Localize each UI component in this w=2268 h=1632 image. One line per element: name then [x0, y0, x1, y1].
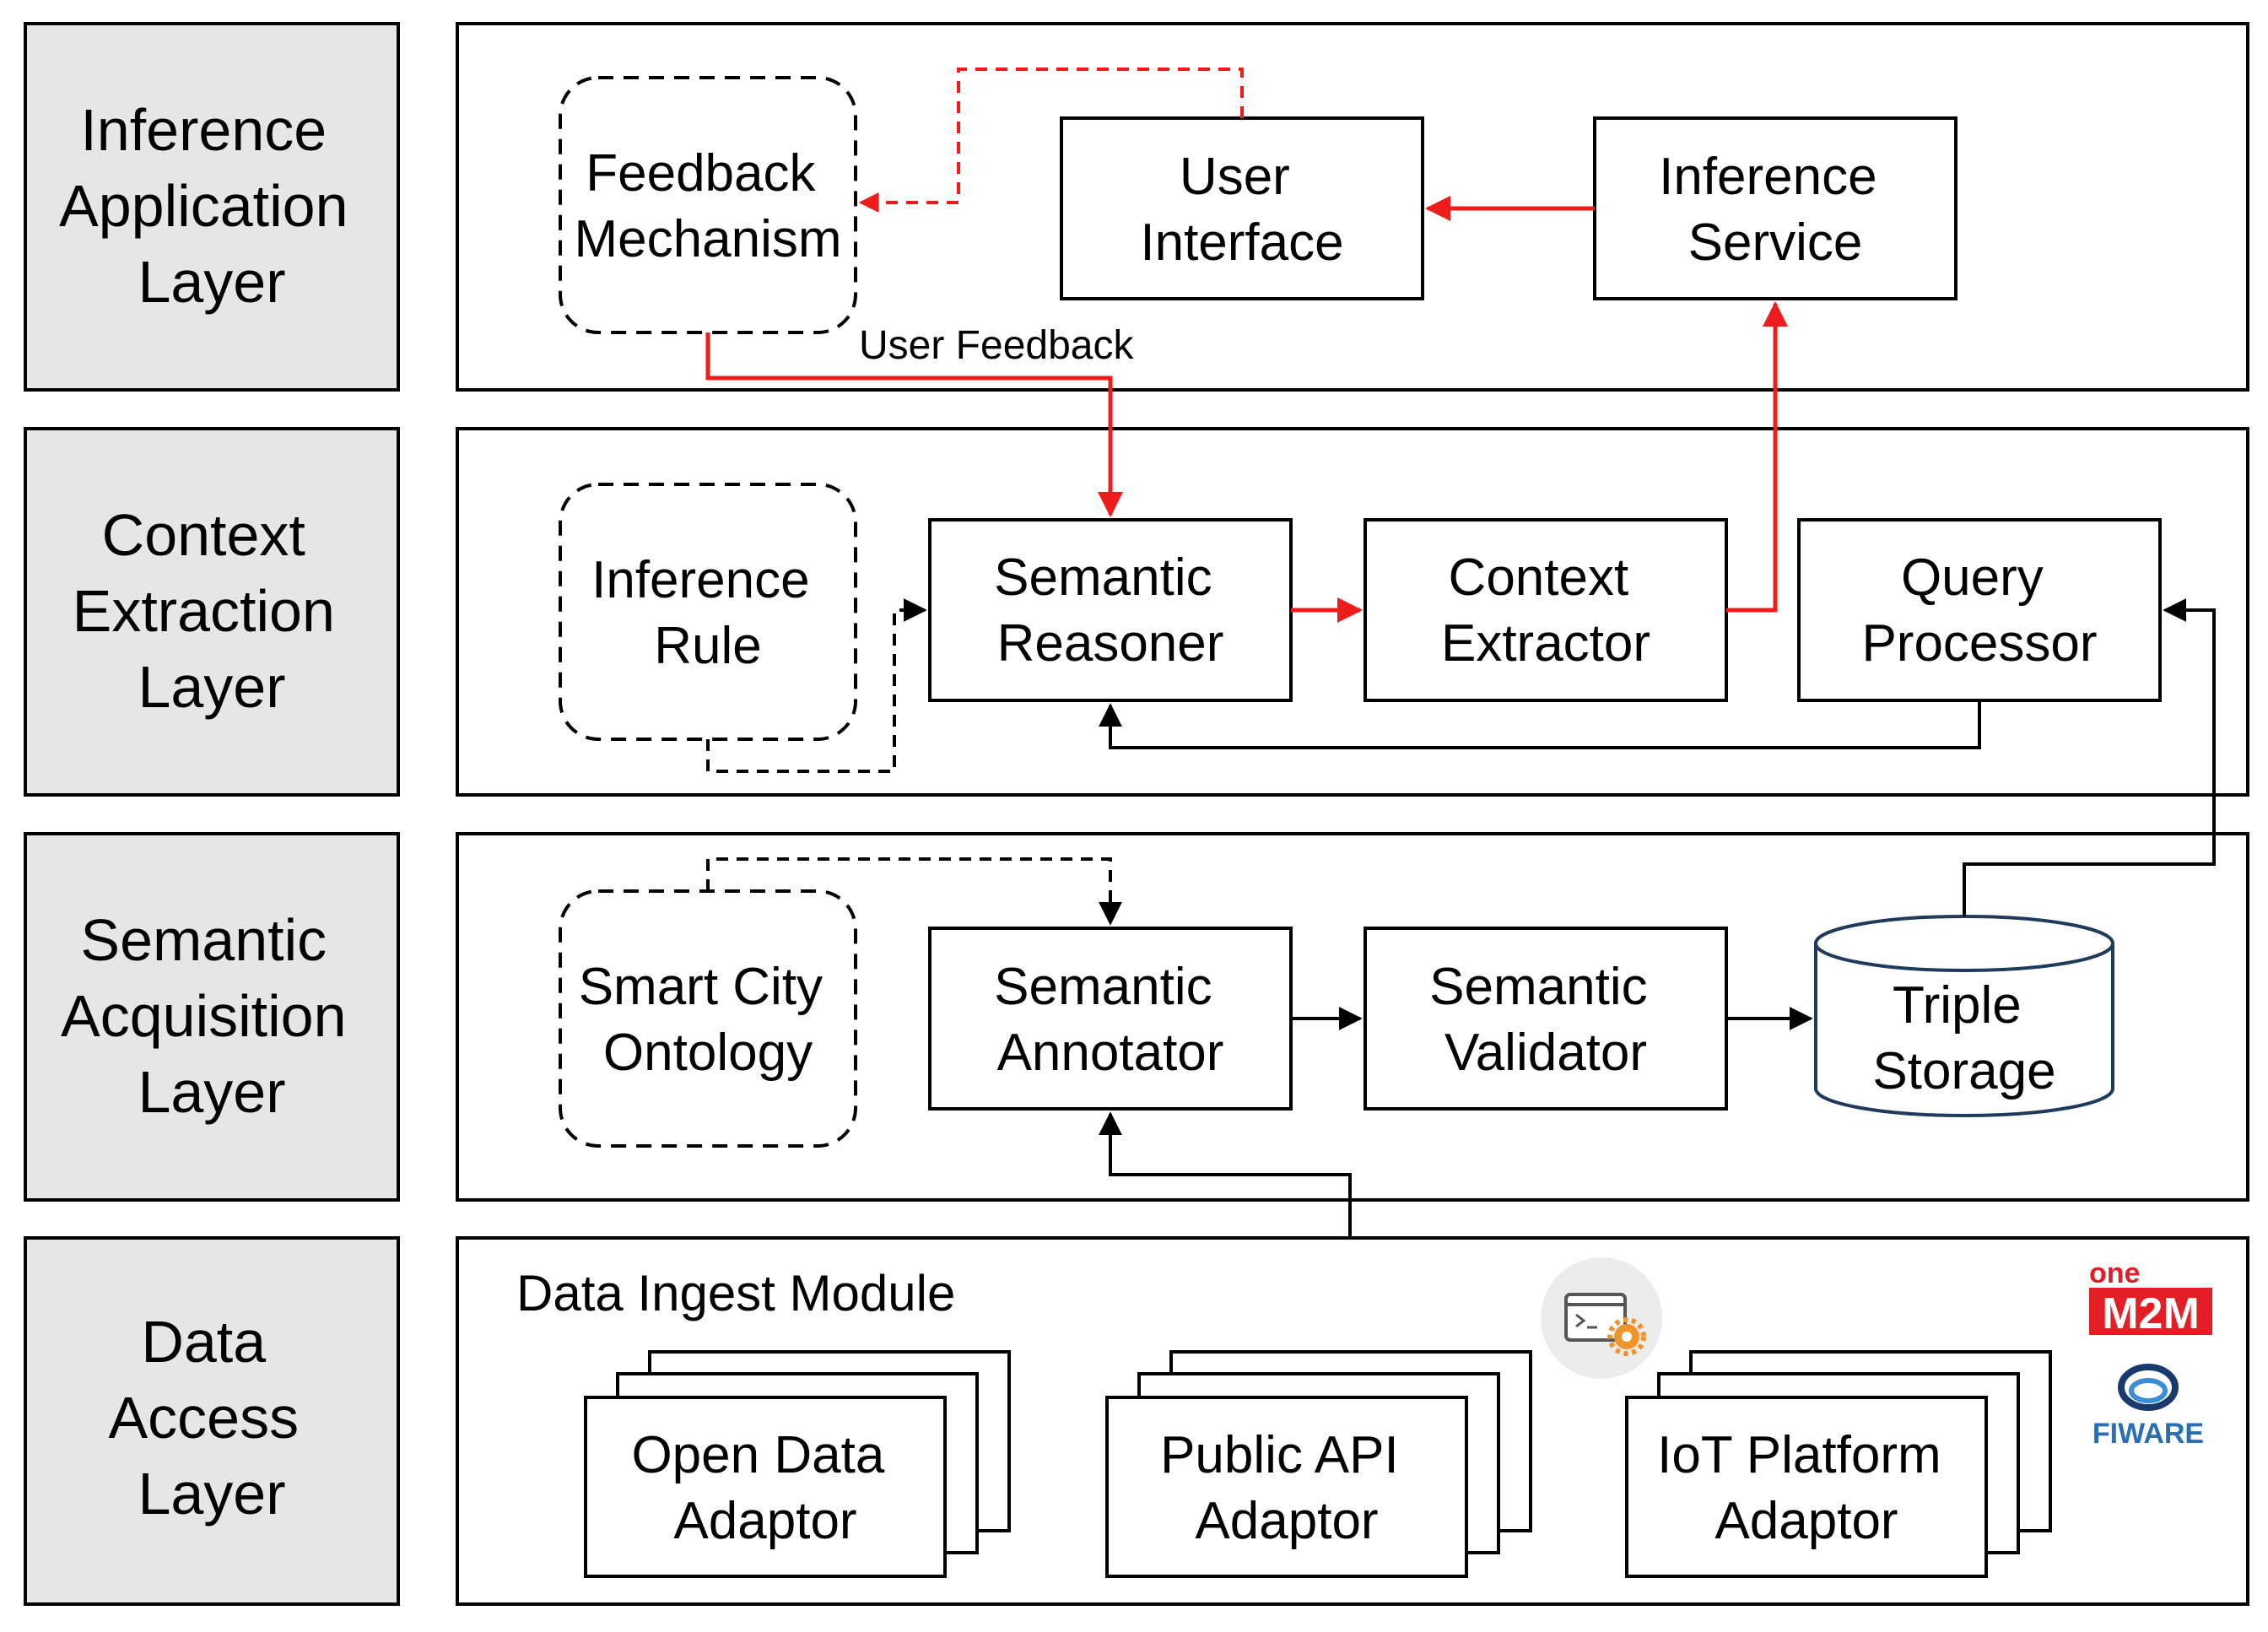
- arrow-query-to-reasoner: [1099, 700, 1981, 749]
- svg-text:Feedback Mechanism: Feedback Mechanism: [575, 144, 842, 268]
- svg-text:Public API Adaptor: Public API Adaptor: [1160, 1426, 1413, 1550]
- svg-text:Triple Storage: Triple Storage: [1872, 976, 2055, 1100]
- svg-text:User Interface: User Interface: [1140, 148, 1343, 272]
- arrow-rule-to-reasoner: [706, 598, 927, 773]
- svg-text:Open Data Adaptor: Open Data Adaptor: [631, 1426, 899, 1550]
- triple-storage-cylinder: Triple Storage: [1814, 915, 2114, 1117]
- svg-text:Smart City Ontology: Smart City Ontology: [579, 958, 838, 1082]
- svg-text:Semantic Annotator: Semantic Annotator: [994, 958, 1227, 1082]
- svg-text:Data Access Layer: Data Access Layer: [108, 1309, 315, 1527]
- arrow-ingest-to-annotator: [1099, 1111, 1352, 1238]
- fiware-logo: FIWARE: [2092, 1364, 2204, 1450]
- layer-label-access: Data Access Layer: [24, 1236, 400, 1606]
- open-data-adaptor-stack: Open Data Adaptor: [584, 1350, 1011, 1578]
- query-processor-box: Query Processor: [1797, 518, 2162, 702]
- svg-text:FIWARE: FIWARE: [2092, 1418, 2204, 1450]
- svg-text:one: one: [2089, 1257, 2140, 1289]
- svg-text:Query Processor: Query Processor: [1861, 549, 2097, 673]
- smart-city-ontology-box: Smart City Ontology: [559, 889, 857, 1148]
- svg-text:Context Extractor: Context Extractor: [1441, 549, 1650, 673]
- arrow-feedback-to-reasoner: [705, 332, 1123, 517]
- context-extractor-box: Context Extractor: [1364, 518, 1728, 702]
- data-ingest-module-title: Data Ingest Module: [516, 1265, 955, 1321]
- layer-label-application: Inference Application Layer: [24, 22, 400, 392]
- onem2m-logo: one M2M: [2089, 1257, 2212, 1338]
- arrow-extractor-to-service: [1726, 301, 1788, 613]
- svg-text:IoT Platform Adaptor: IoT Platform Adaptor: [1657, 1426, 1956, 1550]
- svg-text:Semantic Reasoner: Semantic Reasoner: [994, 549, 1227, 673]
- semantic-validator-box: Semantic Validator: [1364, 927, 1728, 1111]
- arrow-ui-to-feedback: [858, 68, 1244, 213]
- svg-text:Semantic Validator: Semantic Validator: [1429, 958, 1662, 1082]
- inference-service-box: Inference Service: [1593, 116, 1958, 300]
- svg-text:Inference Service: Inference Service: [1659, 148, 1892, 272]
- user-interface-box: User Interface: [1060, 116, 1424, 300]
- svg-text:Inference Rule: Inference Rule: [591, 551, 824, 675]
- svg-text:Semantic Acquisition: Semantic Acquisition Layer: [61, 907, 363, 1125]
- layer-label-extraction: Context Extraction Layer: [24, 427, 400, 797]
- arrow-ontology-to-annotator: [706, 857, 1122, 926]
- svg-text:M2M: M2M: [2102, 1289, 2200, 1338]
- arrow-storage-to-query: [1963, 598, 2216, 916]
- svg-text:Context Extraction: Context Extraction Layer: [73, 502, 352, 720]
- terminal-gear-icon: [1541, 1257, 1662, 1379]
- inference-rule-box: Inference Rule: [559, 483, 857, 741]
- semantic-annotator-box: Semantic Annotator: [928, 927, 1293, 1111]
- svg-text:Inference Application: Inference Application Layer: [59, 97, 364, 315]
- layer-label-acquisition: Semantic Acquisition Layer: [24, 832, 400, 1202]
- user-feedback-label: User Feedback: [859, 323, 1134, 368]
- semantic-reasoner-box: Semantic Reasoner: [928, 518, 1293, 702]
- public-api-adaptor-stack: Public API Adaptor: [1105, 1350, 1532, 1578]
- feedback-mechanism-box: Feedback Mechanism: [559, 76, 857, 334]
- iot-platform-adaptor-stack: IoT Platform Adaptor: [1625, 1350, 2052, 1578]
